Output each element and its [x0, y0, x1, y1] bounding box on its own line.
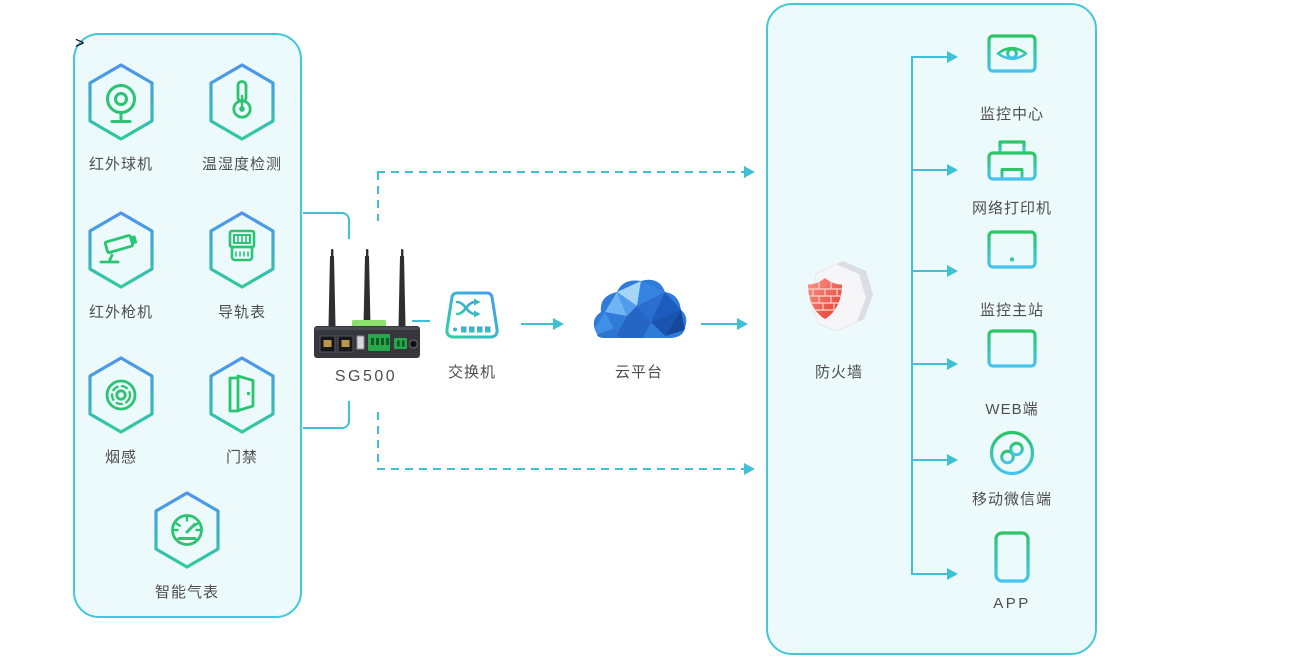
branch-line-5 [911, 459, 948, 461]
monitor-eye-icon [987, 34, 1037, 84]
branch-line-4 [911, 363, 948, 365]
dashed-link-bottom-arrowhead [744, 463, 755, 475]
arrow-switch-cloud-head [553, 318, 564, 330]
client-item-monitor-master: 监控主站 [952, 229, 1072, 319]
client-label: WEB端 [985, 401, 1039, 418]
client-item-web: WEB端 [952, 328, 1072, 418]
client-label: APP [993, 595, 1031, 612]
client-item-network-printer: 网络打印机 [952, 136, 1072, 217]
link-router-switch [412, 320, 430, 322]
client-label: 移动微信端 [971, 491, 1052, 508]
device-label: 智能气表 [154, 584, 219, 601]
device-item-smoke-detector: 烟感 [66, 356, 176, 466]
client-item-monitor-center: 监控中心 [952, 33, 1072, 123]
connector-panel-to-router-top [303, 212, 350, 239]
device-item-bullet-camera: 红外枪机 [66, 211, 176, 321]
din-rail-meter-icon [209, 211, 275, 289]
arrow-switch-cloud-line [521, 323, 554, 325]
branch-arrowhead-3 [947, 265, 958, 277]
client-label: 网络打印机 [971, 200, 1052, 217]
device-item-din-rail-meter: 导轨表 [187, 211, 297, 321]
smartphone-icon [994, 531, 1030, 583]
branch-arrowhead-6 [947, 568, 958, 580]
device-label: 门禁 [225, 449, 258, 466]
wechat-circle-icon [989, 430, 1035, 476]
device-label: 红外枪机 [88, 304, 153, 321]
dashed-link-top-horizontal [377, 171, 745, 173]
firewall-label: 防火墙 [814, 364, 863, 381]
device-label: 导轨表 [217, 304, 266, 321]
device-item-dome-camera: 红外球机 [66, 63, 176, 173]
client-panel [766, 3, 1097, 655]
router-label: SG500 [334, 368, 398, 385]
device-label: 烟感 [104, 449, 137, 466]
printer-icon [987, 140, 1037, 181]
cloud-icon [593, 279, 687, 338]
trunk-line [911, 57, 913, 574]
device-item-gas-meter: 智能气表 [132, 491, 242, 601]
branch-arrowhead-2 [947, 164, 958, 176]
branch-arrowhead-5 [947, 454, 958, 466]
branch-arrowhead-1 [947, 51, 958, 63]
dome-camera-icon [88, 63, 154, 141]
smoke-detector-icon [88, 356, 154, 434]
branch-arrowhead-4 [947, 358, 958, 370]
switch-icon [445, 291, 499, 339]
client-item-wechat: 移动微信端 [952, 428, 1072, 508]
dashed-link-top-vertical [377, 172, 379, 221]
dashed-link-top-arrowhead [744, 166, 755, 178]
bullet-camera-icon [88, 211, 154, 289]
branch-line-6 [911, 573, 948, 575]
firewall-icon [808, 261, 873, 332]
cloud-label: 云平台 [614, 364, 663, 381]
switch-label: 交换机 [447, 364, 496, 381]
dashed-link-bottom-vertical [377, 412, 379, 470]
gas-meter-icon [154, 491, 220, 569]
door-access-icon [209, 356, 275, 434]
device-label: 红外球机 [88, 156, 153, 173]
thermometer-icon [209, 63, 275, 141]
client-label: 监控主站 [979, 302, 1044, 319]
device-item-thermometer: 温湿度检测 [187, 63, 297, 173]
connector-panel-to-router-bottom [303, 401, 350, 429]
monitor-icon [987, 329, 1037, 379]
branch-line-3 [911, 270, 948, 272]
device-item-door-access: 门禁 [187, 356, 297, 466]
router-sg500-image [314, 249, 420, 358]
client-label: 监控中心 [979, 106, 1044, 123]
branch-line-2 [911, 169, 948, 171]
monitor-alert-icon [987, 230, 1037, 280]
client-item-app: APP [952, 530, 1072, 612]
branch-line-1 [911, 56, 948, 58]
arrow-cloud-firewall-head [737, 318, 748, 330]
dashed-link-bottom-horizontal [377, 468, 745, 470]
device-label: 温湿度检测 [201, 156, 282, 173]
arrow-cloud-firewall-line [701, 323, 738, 325]
